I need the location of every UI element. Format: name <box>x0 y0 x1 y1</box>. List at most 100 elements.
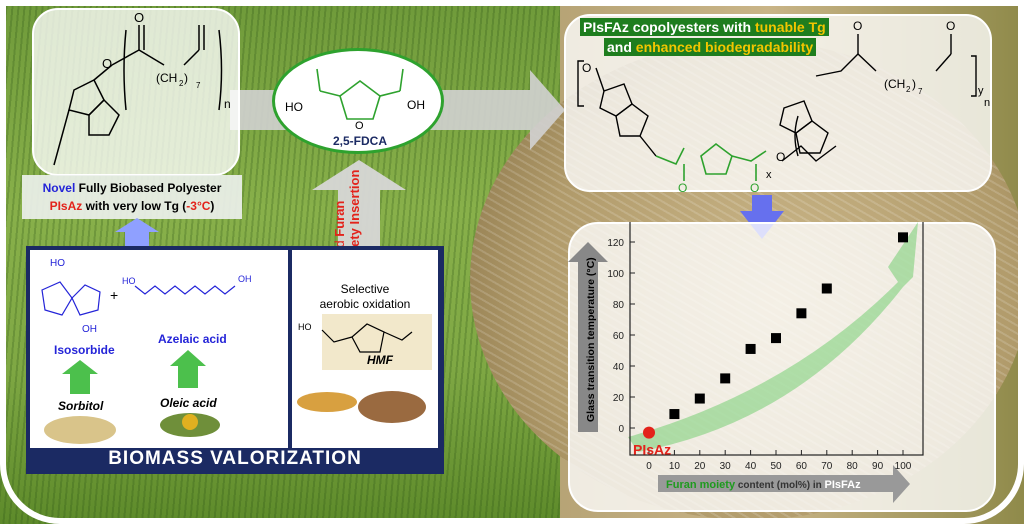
x-axis-arrow <box>658 465 910 503</box>
azelaic-oh: OH <box>238 274 252 284</box>
y-tick-label: 20 <box>613 393 625 404</box>
caption-line1: Fully Biobased Polyester <box>75 181 222 195</box>
biodegradability-label: enhanced biodegradability <box>635 39 814 55</box>
wheat-image <box>297 392 357 412</box>
blue-down-arrow <box>740 195 784 239</box>
x-label-pisfaz: PIsFAz <box>825 479 862 491</box>
blue-up-arrow <box>115 218 159 248</box>
repeat-n: n <box>984 97 990 109</box>
pisaz-label: PIsAz <box>49 199 83 213</box>
corn-image <box>44 416 116 444</box>
novel-label: Novel <box>42 181 76 195</box>
title-part: and <box>607 39 636 55</box>
green-up-arrow <box>170 350 206 388</box>
y-tick-label: 80 <box>613 300 625 311</box>
copolyester-title-line2: and enhanced biodegradability <box>604 38 817 56</box>
isosorbide-oh: OH <box>82 324 97 335</box>
caption-line2: with very low Tg ( <box>82 199 187 213</box>
y-tick-label: 100 <box>607 269 624 280</box>
isosorbide-ho: HO <box>50 258 65 269</box>
y-tick-label: 40 <box>613 362 625 373</box>
ch2-label: (CH <box>884 77 905 91</box>
oxygen-label: O <box>102 56 112 71</box>
data-point <box>771 333 781 344</box>
fdca-ho: HO <box>285 100 303 114</box>
data-point <box>821 283 832 294</box>
x-tick-label: 20 <box>694 461 706 472</box>
caption-paren: ) <box>210 199 215 213</box>
x-tick-label: 40 <box>745 461 757 472</box>
trend-arrow <box>628 222 918 452</box>
isosorbide-azelaic-structures: HO OH + HO OH Isosorbide Azelaic acid So… <box>41 258 252 444</box>
subscript-7: 7 <box>196 81 201 90</box>
x-tick-label: 70 <box>821 461 833 472</box>
isosorbide-label: Isosorbide <box>54 343 115 357</box>
ch2-close: ) <box>912 77 916 91</box>
furan-insertion-arrow <box>312 160 406 260</box>
azelaic-ho: HO <box>122 276 136 286</box>
hmf-ho: HO <box>298 322 312 332</box>
data-point <box>694 393 705 404</box>
x-axis-label: Furan moiety content (mol%) in PIsFAz <box>666 479 861 491</box>
copolyester-panel: PIsFAz copolyesters with tunable Tg and … <box>564 14 992 194</box>
plus-sign: + <box>110 287 118 303</box>
isosorbide-azelaic-panel: HO OH + HO OH Isosorbide Azelaic acid So… <box>30 250 288 448</box>
subscript-2: 2 <box>906 85 911 94</box>
tg-value: -3°C <box>186 199 211 213</box>
x-tick-label: 0 <box>646 461 652 472</box>
y-tick-label: 120 <box>607 238 624 249</box>
oxygen-label: O <box>853 19 862 33</box>
grain-sack-image <box>358 391 426 423</box>
x-tick-label: 30 <box>720 461 732 472</box>
oxidation-label: Selective aerobic oxidation <box>319 282 411 311</box>
sorbitol-label: Sorbitol <box>58 399 104 413</box>
oxygen-label: O <box>946 19 955 33</box>
data-point-pisaz <box>643 426 655 439</box>
oxygen-label: O <box>582 61 591 75</box>
x-tick-label: 10 <box>669 461 681 472</box>
tunable-tg-label: tunable Tg <box>754 19 826 35</box>
title-part: PIsFAz copolyesters with <box>583 19 755 35</box>
data-point <box>745 343 756 354</box>
ch2-close: ) <box>184 71 188 85</box>
fdca-label: 2,5-FDCA <box>333 134 387 148</box>
pisaz-structure-panel: O O (CH 2 ) 7 n <box>32 8 240 176</box>
x-tick-label: 90 <box>872 461 884 472</box>
subscript-2: 2 <box>179 79 184 88</box>
copolyester-structure: O O O x O O O (CH 2 ) 7 y n <box>577 19 990 194</box>
y-axis-label: Glass transition temperature (°C) <box>585 257 597 422</box>
y-tick-label: 60 <box>613 331 625 342</box>
data-point <box>720 373 731 384</box>
x-tick-label: 60 <box>796 461 808 472</box>
y-axis-arrow <box>568 242 608 432</box>
ch2-label: (CH <box>156 71 177 85</box>
oxygen-label: O <box>678 181 687 194</box>
x-label-furan: Furan moiety <box>666 479 736 491</box>
repeat-x: x <box>766 169 772 181</box>
y-tick-label: 0 <box>618 424 624 435</box>
data-point <box>898 232 908 243</box>
copolyester-title-line1: PIsFAz copolyesters with tunable Tg <box>580 18 829 36</box>
biomass-box: HO OH + HO OH Isosorbide Azelaic acid So… <box>26 246 444 474</box>
pisaz-structure: O O (CH 2 ) 7 n <box>53 10 231 166</box>
fdca-oh: OH <box>407 98 425 112</box>
subscript-7: 7 <box>918 87 923 96</box>
fdca-oxygen: O <box>355 120 364 132</box>
x-tick-label: 100 <box>895 461 912 472</box>
oil-drop-image <box>182 414 198 430</box>
repeat-y: y <box>978 85 984 97</box>
x-label-content: content (mol%) in <box>735 480 824 491</box>
pisaz-point-label: PIsAz <box>633 442 671 458</box>
oxygen-label: O <box>750 181 759 194</box>
green-up-arrow <box>62 360 98 394</box>
hmf-panel: Selective aerobic oxidation HO HMF <box>292 250 438 448</box>
oleic-label: Oleic acid <box>160 396 217 410</box>
azelaic-label: Azelaic acid <box>158 332 227 346</box>
fdca-structure: O HO OH 2,5-FDCA <box>285 68 425 148</box>
hmf-label: HMF <box>367 353 394 367</box>
pisaz-caption: Novel Fully Biobased Polyester PIsAz wit… <box>22 175 242 219</box>
hmf-structure: HO HMF <box>297 314 432 423</box>
furan-label: Furan <box>332 200 347 237</box>
oxygen-label: O <box>134 10 144 25</box>
